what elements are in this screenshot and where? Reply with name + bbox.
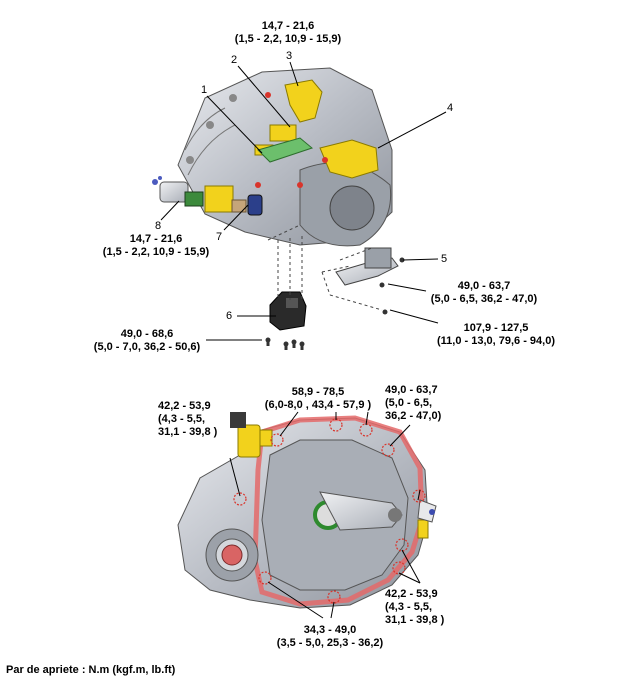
callout-5: 5 bbox=[441, 253, 448, 265]
torque-detail: 31,1 - 39,8 ) bbox=[385, 614, 445, 626]
torque-value: 58,9 - 78,5 bbox=[291, 386, 345, 398]
lower-transaxle bbox=[177, 411, 437, 619]
torque-detail: (5,0 - 6,5, bbox=[385, 397, 433, 409]
torque-label-mount-upper: 49,0 - 63,7 (5,0 - 6,5, 36,2 - 47,0) bbox=[425, 280, 543, 306]
torque-detail: (11,0 - 13,0, 79,6 - 94,0) bbox=[436, 335, 556, 347]
torque-label-lower-top-right: 49,0 - 63,7 (5,0 - 6,5, 36,2 - 47,0) bbox=[385, 384, 455, 423]
torque-detail: (1,5 - 2,2, 10,9 - 15,9) bbox=[102, 246, 210, 258]
callout-2: 2 bbox=[231, 54, 238, 66]
callout-1: 1 bbox=[201, 84, 208, 96]
torque-units-legend: Par de apriete : N.m (kgf.m, lb.ft) bbox=[6, 664, 176, 676]
torque-detail: (6,0-8,0 , 43,4 - 57,9 ) bbox=[264, 399, 372, 411]
torque-detail: (1,5 - 2,2, 10,9 - 15,9) bbox=[234, 33, 342, 45]
torque-value: 49,0 - 63,7 bbox=[457, 280, 511, 292]
torque-detail: (5,0 - 7,0, 36,2 - 50,6) bbox=[93, 341, 201, 353]
torque-label-lower-top-center: 58,9 - 78,5 (6,0-8,0 , 43,4 - 57,9 ) bbox=[262, 386, 374, 412]
torque-detail: (4,3 - 5,5, bbox=[158, 413, 206, 425]
callout-8: 8 bbox=[155, 220, 162, 232]
upper-transaxle bbox=[152, 61, 447, 350]
torque-value: 34,3 - 49,0 bbox=[303, 624, 357, 636]
torque-label-lower-right: 42,2 - 53,9 (4,3 - 5,5, 31,1 - 39,8 ) bbox=[385, 588, 465, 627]
torque-label-bracket: 49,0 - 68,6 (5,0 - 7,0, 36,2 - 50,6) bbox=[88, 328, 206, 354]
torque-value: 42,2 - 53,9 bbox=[385, 588, 438, 600]
torque-label-top: 14,7 - 21,6 (1,5 - 2,2, 10,9 - 15,9) bbox=[226, 20, 350, 46]
torque-value: 49,0 - 63,7 bbox=[385, 384, 438, 396]
torque-detail: (5,0 - 6,5, 36,2 - 47,0) bbox=[430, 293, 538, 305]
torque-detail: 31,1 - 39,8 ) bbox=[158, 426, 218, 438]
torque-label-lower-top-left: 42,2 - 53,9 (4,3 - 5,5, 31,1 - 39,8 ) bbox=[158, 400, 238, 439]
torque-detail: (3,5 - 5,0, 25,3 - 36,2) bbox=[276, 637, 384, 649]
torque-value: 49,0 - 68,6 bbox=[120, 328, 174, 340]
callout-7: 7 bbox=[216, 231, 223, 243]
torque-detail: (4,3 - 5,5, bbox=[385, 601, 433, 613]
torque-detail: 36,2 - 47,0) bbox=[385, 410, 442, 422]
torque-label-lower-bottom: 34,3 - 49,0 (3,5 - 5,0, 25,3 - 36,2) bbox=[268, 624, 392, 650]
callout-4: 4 bbox=[447, 102, 454, 114]
torque-value: 42,2 - 53,9 bbox=[158, 400, 211, 412]
torque-value: 14,7 - 21,6 bbox=[129, 233, 183, 245]
torque-value: 107,9 - 127,5 bbox=[463, 322, 529, 334]
torque-label-left: 14,7 - 21,6 (1,5 - 2,2, 10,9 - 15,9) bbox=[94, 233, 218, 259]
callout-6: 6 bbox=[226, 310, 233, 322]
torque-value: 14,7 - 21,6 bbox=[261, 20, 315, 32]
torque-label-mount-lower: 107,9 - 127,5 (11,0 - 13,0, 79,6 - 94,0) bbox=[432, 322, 560, 348]
callout-3: 3 bbox=[286, 50, 293, 62]
